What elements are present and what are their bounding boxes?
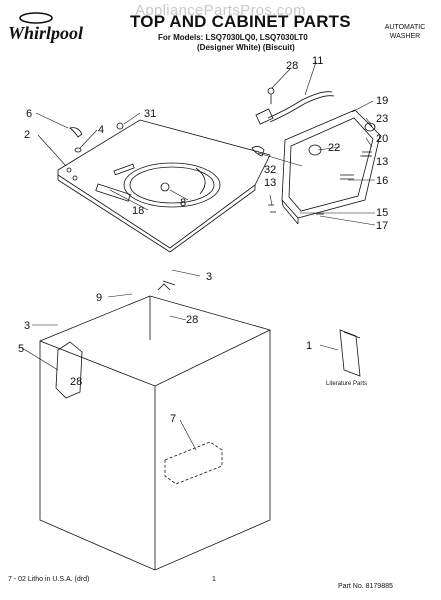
page-title: TOP AND CABINET PARTS	[130, 12, 351, 31]
callout-19: 19	[376, 95, 388, 107]
callout-17: 17	[376, 220, 388, 232]
hardware-parts	[69, 122, 376, 215]
callout-28-middle: 28	[186, 314, 198, 326]
callout-20: 20	[376, 133, 388, 145]
page-number: 1	[212, 576, 216, 583]
print-info: 7 - 02 Litho in U.S.A. (drd)	[8, 576, 90, 583]
callout-1: 1	[306, 340, 312, 352]
cabinet	[39, 280, 271, 571]
doc-type-line-1: AUTOMATIC	[384, 24, 426, 31]
top-panel	[57, 119, 271, 253]
callout-5: 5	[18, 343, 24, 355]
callout-2: 2	[24, 129, 30, 141]
callout-4: 4	[98, 124, 104, 136]
callout-6: 6	[26, 108, 32, 120]
callout-3-upper: 3	[206, 271, 212, 283]
callout-11: 11	[312, 55, 323, 67]
callout-23: 23	[376, 113, 388, 125]
watermark: AppliancePartsPros.com	[135, 2, 306, 19]
callout-31: 31	[144, 108, 156, 120]
callout-8: 8	[180, 197, 186, 209]
callout-9: 9	[96, 292, 102, 304]
brand-text: Whirlpool	[8, 23, 83, 43]
callout-13-upper: 13	[376, 156, 388, 168]
lid	[281, 109, 381, 225]
callout-3-lower: 3	[24, 320, 30, 332]
callout-18: 18	[132, 205, 144, 217]
document-type: AUTOMATIC WASHER	[382, 23, 428, 41]
leader-lines	[21, 61, 376, 451]
callout-32: 32	[264, 164, 276, 176]
literature-label: Literature Parts	[326, 381, 367, 387]
part-number: Part No. 8179885	[338, 583, 393, 590]
color-variants: (Designer White) (Biscuit)	[197, 43, 295, 52]
callout-16: 16	[376, 175, 388, 187]
model-list: For Models: LSQ7030LQ0, LSQ7030LT0	[158, 33, 308, 42]
doc-type-line-2: WASHER	[389, 33, 421, 40]
whirlpool-logo: Whirlpool	[8, 12, 83, 43]
callout-13-lower: 13	[264, 177, 276, 189]
lid-switch-harness	[255, 87, 335, 125]
callout-28-lower: 28	[70, 376, 82, 388]
callout-28: 28	[286, 60, 298, 72]
callout-7: 7	[170, 413, 176, 425]
callout-22: 22	[328, 142, 340, 154]
callout-labels: 28 11 19 6 31 23 2 4 20 22 13 32 8 16 18…	[18, 55, 388, 425]
callout-15: 15	[376, 207, 388, 219]
literature-parts	[339, 329, 361, 377]
